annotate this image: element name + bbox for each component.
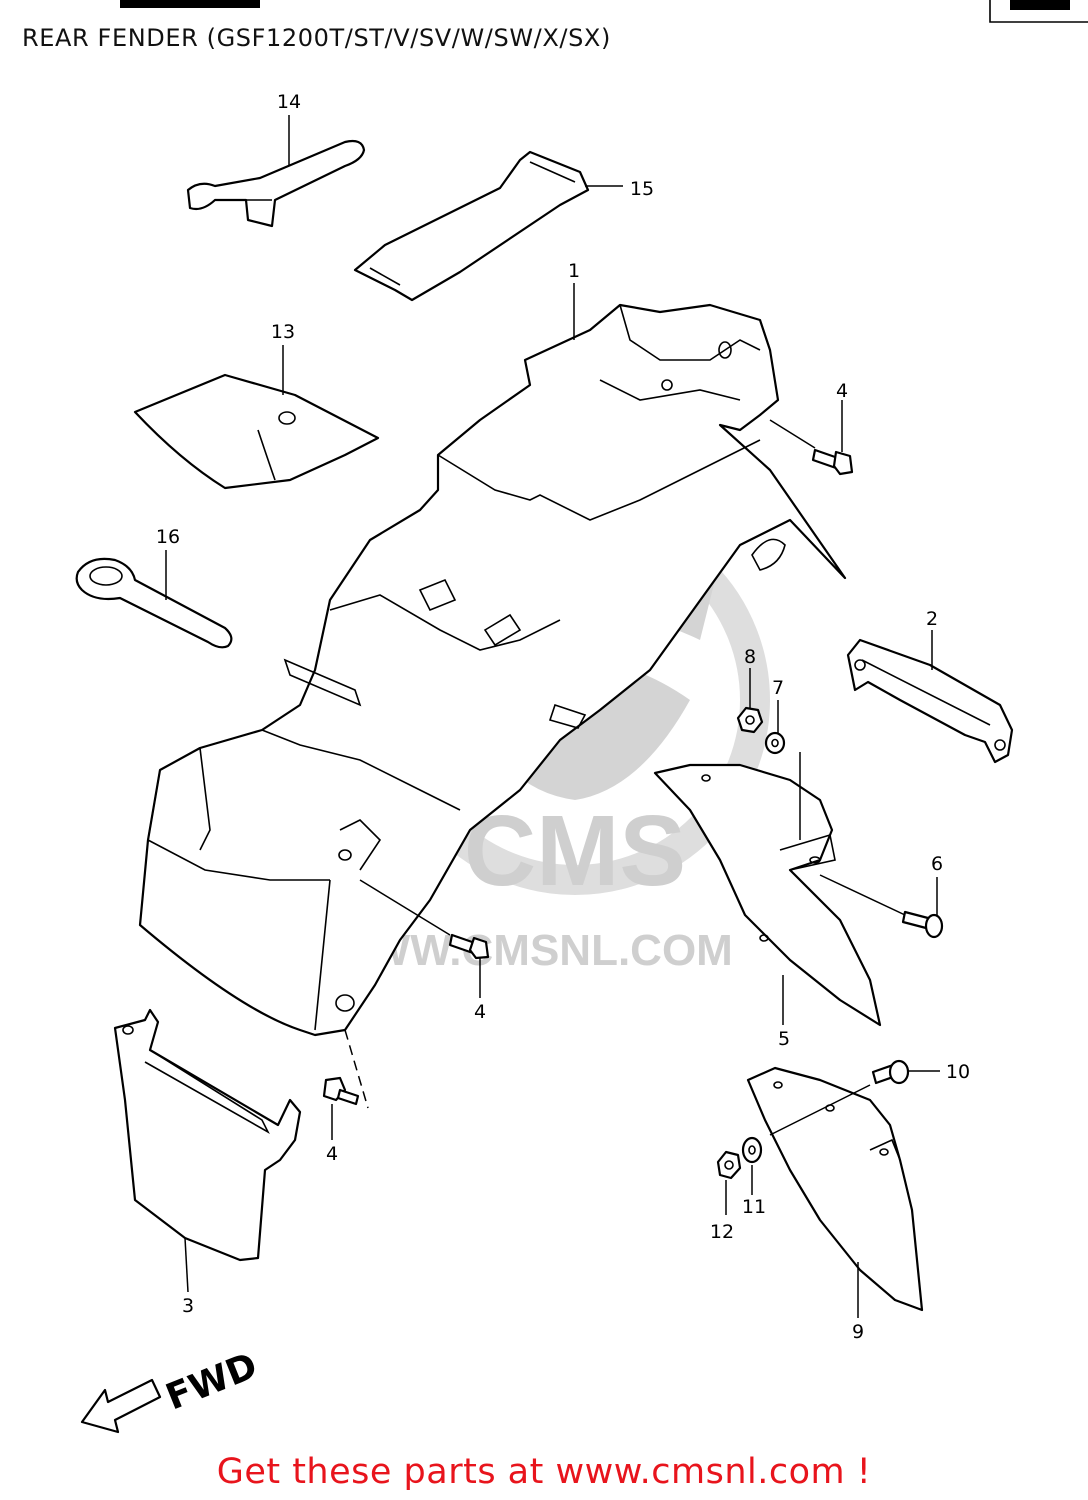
part-5-side-cover-icon[interactable] [653,763,882,1027]
part-15-strap-icon[interactable] [353,150,590,302]
part-6-screw-icon[interactable] [901,910,944,939]
part-7-washer-icon[interactable] [764,731,786,755]
part-3-mud-flap-icon[interactable] [113,1008,302,1262]
header-frame-corner [989,0,1088,23]
fwd-label: FWD [160,1345,263,1418]
part-13-cover-icon[interactable] [133,373,380,490]
callout-14: 14 [277,91,301,113]
callout-8: 8 [744,646,756,668]
part-1-rear-fender-body[interactable] [138,303,847,1037]
footer-link[interactable]: Get these parts at www.cmsnl.com ! [216,1452,872,1492]
part-10-screw-icon[interactable] [871,1059,910,1085]
leader-lines [165,115,940,1318]
part-8-nut-icon[interactable] [736,706,764,734]
callout-16: 16 [156,526,180,548]
callout-1: 1 [568,260,580,282]
callout-11: 11 [742,1196,766,1218]
callout-12: 12 [710,1221,734,1243]
part-16-ring-spanner-icon[interactable] [75,557,233,649]
callout-13: 13 [271,321,295,343]
part-11-washer-icon[interactable] [741,1136,763,1164]
part-9-lower-cover-icon[interactable] [746,1066,924,1312]
callout-15: 15 [630,178,654,200]
callout-10: 10 [946,1061,970,1083]
page-title: REAR FENDER (GSF1200T/ST/V/SV/W/SW/X/SX) [22,24,611,52]
fwd-arrow-icon [80,1378,162,1434]
callout-5: 5 [778,1028,790,1050]
callout-4-lower: 4 [326,1143,338,1165]
watermark-logo: CMS [464,795,686,907]
part-4-screw-upper-icon[interactable] [811,448,854,476]
part-14-spanner-icon[interactable] [186,139,366,228]
part-4-screw-lower-icon[interactable] [322,1076,360,1106]
part-12-nut-icon[interactable] [716,1150,742,1180]
callout-4-upper: 4 [836,380,848,402]
callout-3: 3 [182,1295,194,1317]
header-figure-number-fragment [120,0,260,8]
callout-6: 6 [931,853,943,875]
part-4-screw-center-icon[interactable] [448,933,490,960]
part-2-bracket-icon[interactable] [846,638,1014,764]
header-tab-fragment [1010,0,1070,10]
callout-4-center: 4 [474,1001,486,1023]
callout-9: 9 [852,1321,864,1343]
callout-2: 2 [926,608,938,630]
callout-7: 7 [772,677,784,699]
